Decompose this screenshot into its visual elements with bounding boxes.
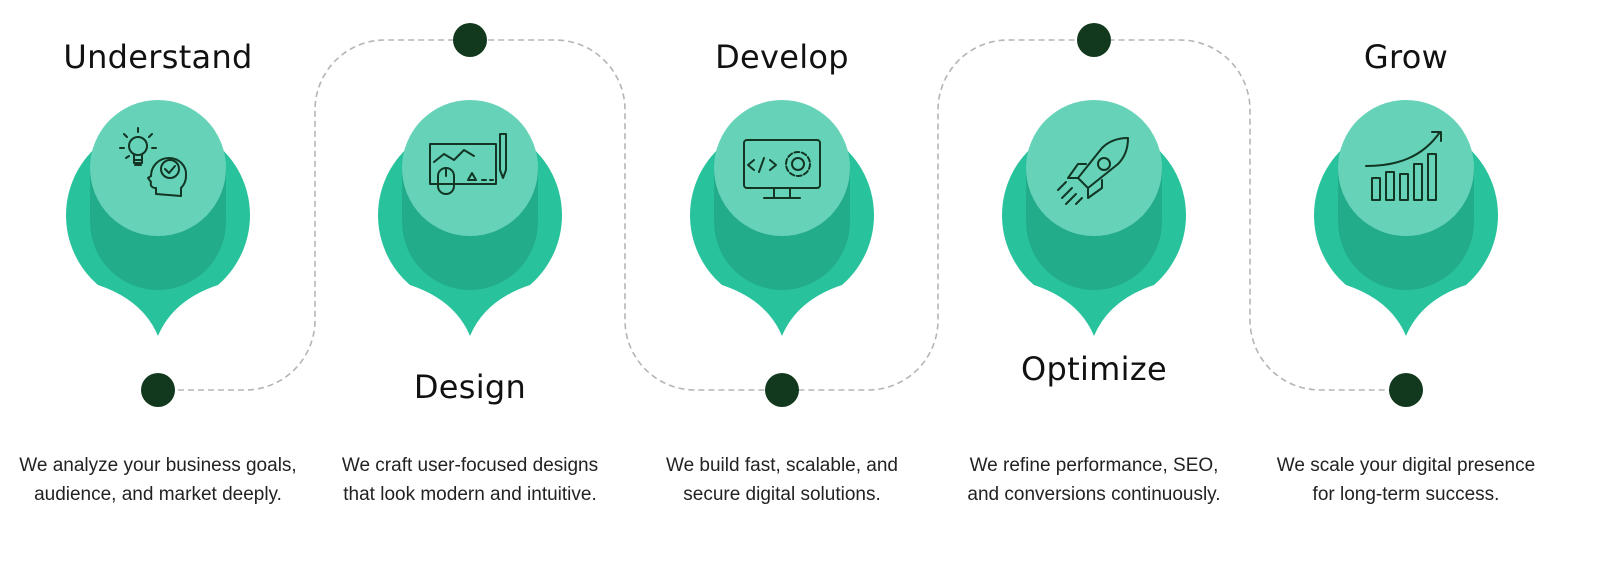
step-title: Design [413,368,527,406]
step-description: We build fast, scalable, and secure digi… [665,455,898,505]
step-pin-design [377,100,562,336]
pin-inner [714,100,850,236]
step-description: We scale your digital presence for long-… [1276,455,1536,505]
timeline-dot [765,373,799,407]
timeline-dot [453,23,487,57]
step-pin-understand [65,100,250,336]
step-pin-develop [689,100,874,336]
step-title: Understand [63,38,253,76]
step-title: Optimize [1021,350,1167,388]
rocket-icon [1057,137,1129,205]
timeline-dot [1389,373,1423,407]
step-description: We analyze your business goals, audience… [19,455,297,505]
step-title: Grow [1363,38,1449,76]
timeline-dot [1077,23,1111,57]
monitor-code-gear-icon [743,139,821,199]
growth-bar-chart-icon [1365,131,1442,201]
pin-inner [402,100,538,236]
step-pin-grow [1313,100,1498,336]
step-pin-optimize [1001,100,1186,336]
step-title: Develop [715,38,849,76]
step-description: We refine performance, SEO, and conversi… [967,455,1221,505]
pin-inner [1338,100,1474,236]
lightbulb-head-check-icon [119,127,188,197]
pin-inner [90,100,226,236]
pin-inner [1026,100,1162,236]
step-description: We craft user-focused designs that look … [341,455,599,505]
timeline-dot [141,373,175,407]
design-board-mouse-pencil-icon [429,133,507,195]
